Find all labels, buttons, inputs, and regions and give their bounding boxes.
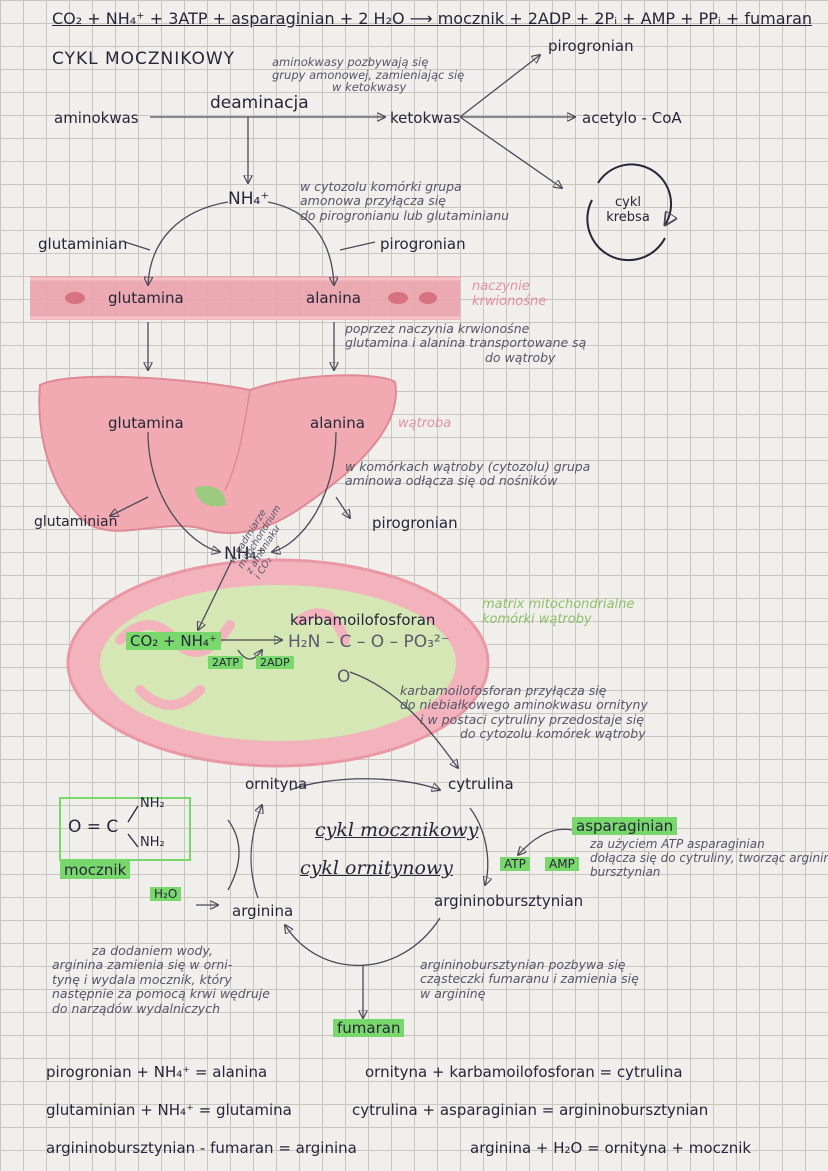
red-blood-cell: [65, 292, 85, 304]
amp-label: AMP: [545, 857, 579, 872]
liver-pirogronian-label: pirogronian: [372, 514, 458, 532]
red-blood-cell: [419, 292, 437, 304]
nh2-bottom: NH₂: [140, 835, 165, 850]
carbamoyl-formula: H₂N – C – O – PO₃²⁻: [288, 632, 450, 652]
aminokwas-label: aminokwas: [54, 109, 139, 127]
ornityna-label: ornityna: [245, 775, 308, 793]
watroba-label: wątroba: [398, 416, 452, 431]
krebs-cycle-arrow: [597, 163, 671, 225]
summary-row-3-left: argininobursztynian - fumaran = arginina: [46, 1139, 357, 1157]
cytozol-note: w cytozolu komórki grupa amonowa przyłąc…: [300, 179, 510, 223]
mocznik-label: mocznik: [60, 861, 131, 879]
asparaginian-label: asparaginian: [572, 817, 678, 835]
co2-nh4-label: CO₂ + NH₄⁺: [126, 632, 221, 650]
argininobursztynian-label: argininobursztynian: [434, 892, 584, 910]
summary-row-1-left: pirogronian + NH₄⁺ = alanina: [46, 1063, 268, 1081]
gallbladder: [195, 485, 226, 507]
h2o-label: H₂O: [150, 887, 182, 902]
urea-formula: O = C: [68, 817, 119, 837]
cycle-name-2: cykl ornitynowy: [300, 857, 453, 879]
karbamoilofosforan-label: karbamoilofosforan: [290, 611, 436, 629]
cykl-krebsa-label: cykl krebsa: [606, 195, 650, 225]
aminokwasy-note: aminokwasy pozbywają się grupy amonowej,…: [272, 55, 465, 95]
arginina-note: za dodaniem wody, arginina zamienia się …: [52, 943, 270, 1016]
nh2-top: NH₂: [140, 796, 165, 811]
transport-note: poprzez naczynia krwionośne glutamina i …: [345, 321, 587, 365]
ketokwas-label: ketokwas: [390, 109, 461, 127]
vessel-glutamina-label: glutamina: [108, 289, 184, 307]
oxygen-label: O: [337, 667, 351, 687]
fumaran-label: fumaran: [333, 1019, 405, 1037]
glutaminian-label: glutaminian: [38, 235, 128, 253]
atp-label: ATP: [500, 857, 530, 872]
cytrulina-label: cytrulina: [448, 775, 514, 793]
arginino-note: argininobursztynian pozbywa się cząstecz…: [420, 957, 639, 1001]
adp2-label: 2ADP: [256, 656, 294, 670]
urea-box: [59, 797, 191, 861]
deaminacja-label: deaminacja: [210, 93, 309, 113]
liver-glutamina-label: glutamina: [108, 414, 184, 432]
summary-row-3-right: arginina + H₂O = ornityna + mocznik: [470, 1139, 752, 1157]
karbamoil-note: karbamoilofosforan przyłącza się do nieb…: [400, 683, 648, 742]
cycle-name-1: cykl mocznikowy: [315, 819, 479, 841]
matrix-label: matrix mitochondrialne komórki wątroby: [482, 597, 635, 627]
atp2-label: 2ATP: [208, 656, 244, 670]
asparaginian-note: za użyciem ATP asparaginian dołącza się …: [590, 837, 828, 879]
liver-glutaminian-label: glutaminian: [34, 514, 118, 530]
page-title: CYKL MOCZNIKOWY: [52, 49, 236, 69]
hepatocyte-note: w komórkach wątroby (cytozolu) grupa ami…: [345, 459, 591, 489]
acetylo-coa-label: acetylo - CoA: [582, 109, 682, 127]
vessel-alanina-label: alanina: [306, 289, 361, 307]
pirogronian-top-label: pirogronian: [548, 37, 634, 55]
summary-row-2-right: cytrulina + asparaginian = argininobursz…: [352, 1101, 709, 1119]
summary-row-2-left: glutaminian + NH₄⁺ = glutamina: [46, 1101, 292, 1119]
nh4-top-label: NH₄⁺: [228, 189, 270, 209]
naczynie-label: naczynie krwionośne: [472, 279, 547, 309]
summary-row-1-right: ornityna + karbamoilofosforan = cytrulin…: [365, 1063, 683, 1081]
liver-nh4-label: NH₄⁺: [224, 544, 266, 564]
pirogronian-mid-label: pirogronian: [380, 235, 466, 253]
liver-alanina-label: alanina: [310, 414, 365, 432]
red-blood-cell: [388, 292, 408, 304]
overall-equation: CO₂ + NH₄⁺ + 3ATP + asparaginian + 2 H₂O…: [52, 9, 813, 28]
arginina-label: arginina: [232, 902, 294, 920]
liver-shape: [38, 374, 397, 535]
